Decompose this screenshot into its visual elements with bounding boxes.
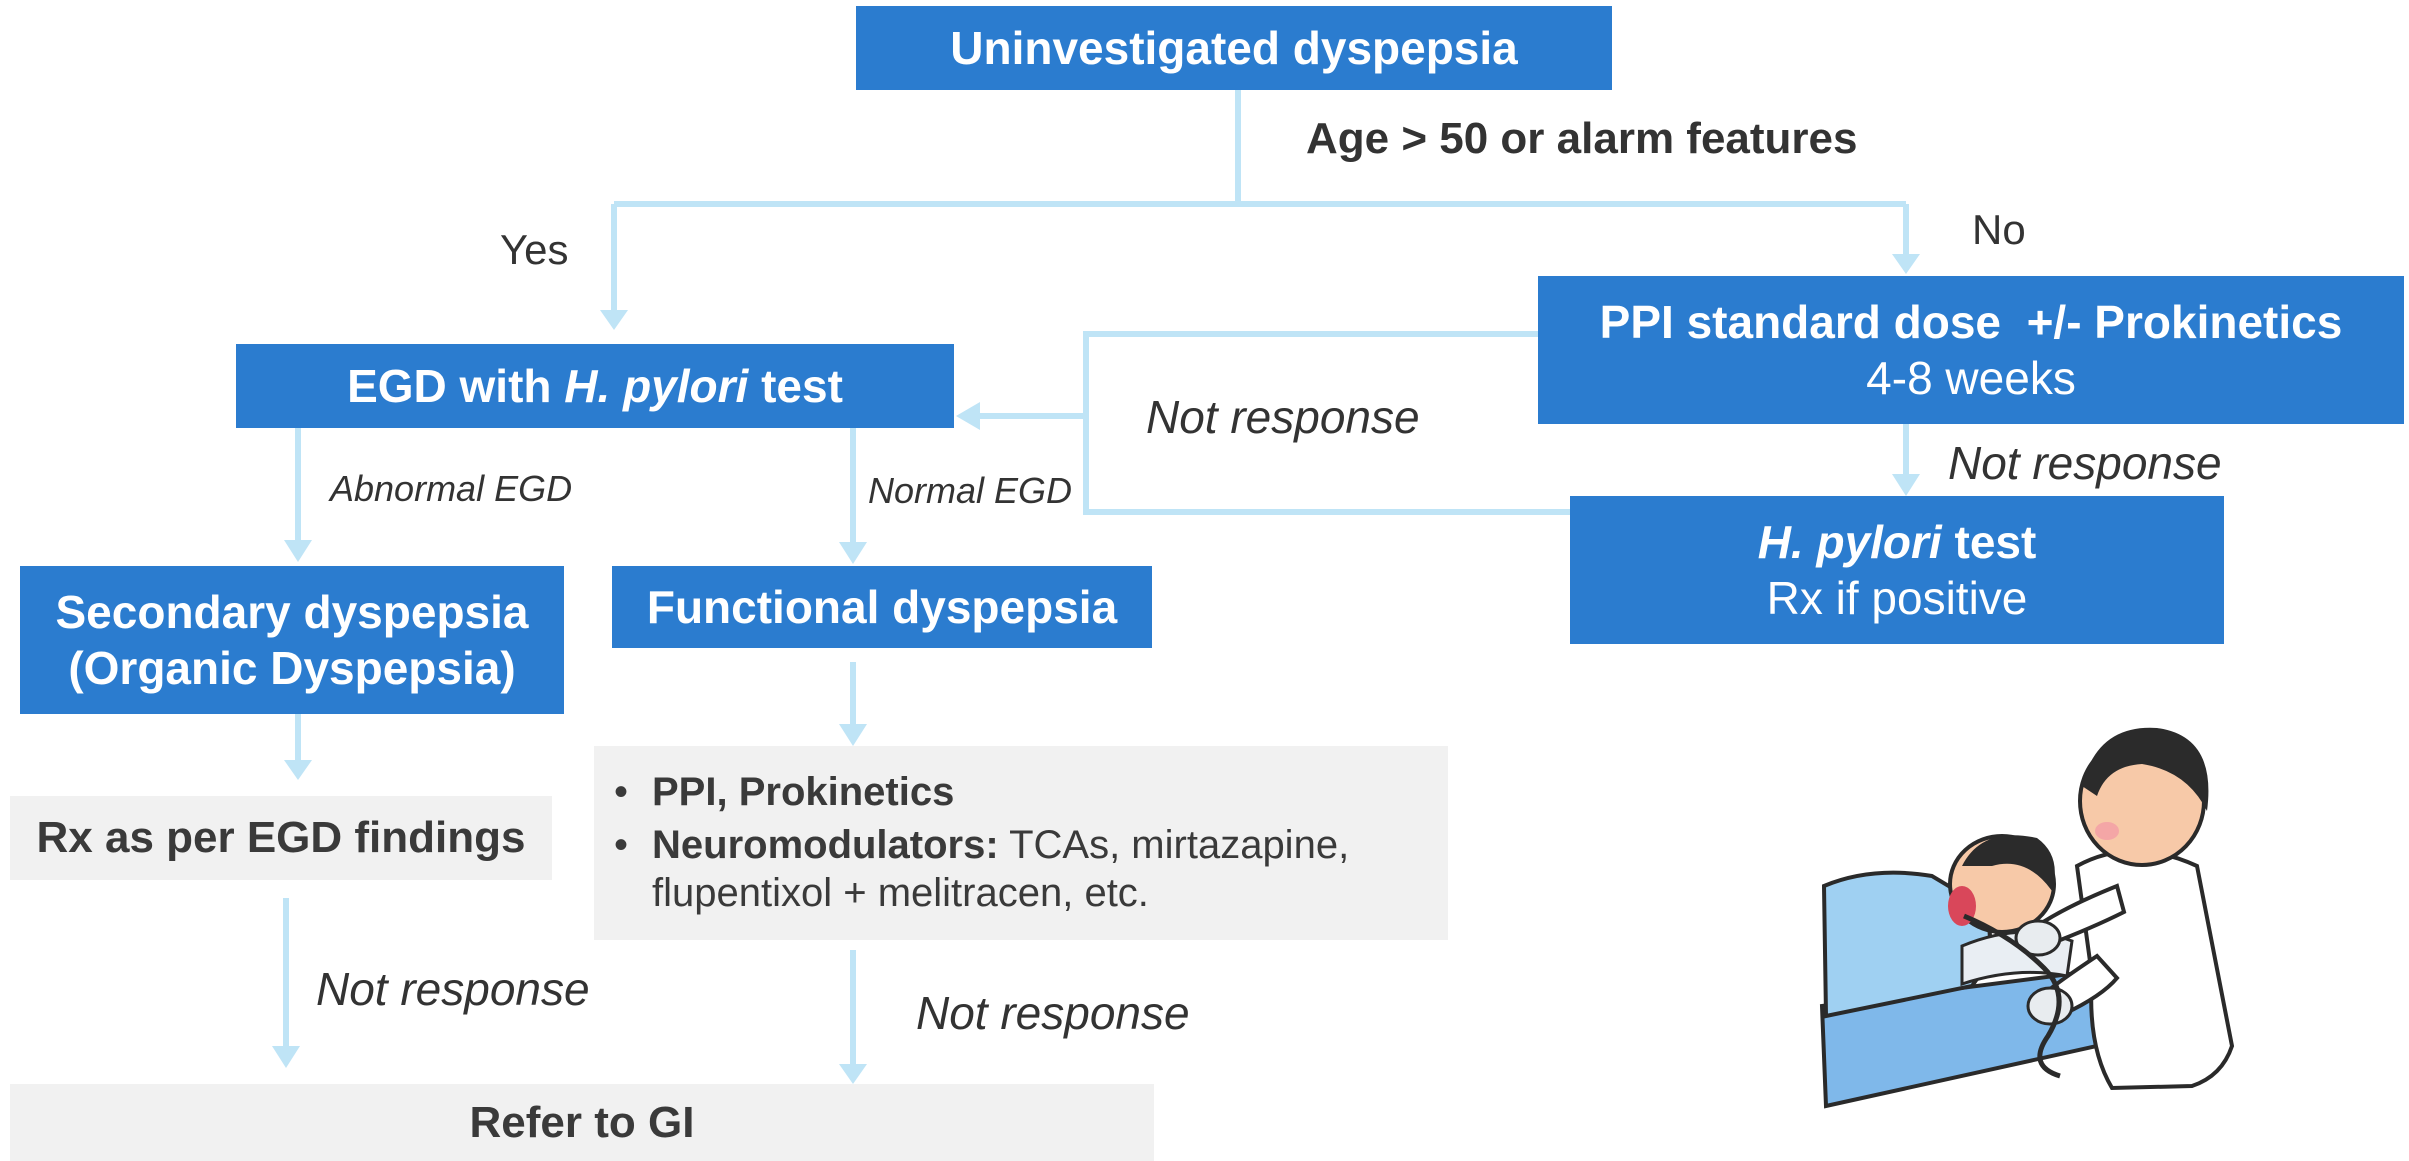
label-abnormal-egd: Abnormal EGD — [330, 468, 573, 509]
node-secondary-title: Secondary dyspepsia — [55, 585, 529, 638]
label-no: No — [1972, 206, 2026, 253]
arrowhead-egd — [600, 310, 628, 330]
node-ppi-duration: 4-8 weeks — [1866, 352, 2076, 404]
arrowhead-egd-left — [956, 402, 980, 430]
endoscopy-illustration-icon — [1819, 727, 2235, 1109]
node-functional-label: Functional dyspepsia — [646, 580, 1118, 633]
treatment-list: PPI, Prokinetics Neuromodulators: TCAs, … — [594, 768, 1448, 918]
node-refer-gi: Refer to GI — [10, 1084, 1154, 1161]
arrowhead-ppi — [1892, 254, 1920, 274]
label-normal-egd: Normal EGD — [868, 470, 1073, 511]
node-treatment-list: PPI, Prokinetics Neuromodulators: TCAs, … — [594, 746, 1448, 940]
node-hpylori-rx: Rx if positive — [1766, 572, 2028, 624]
treatment-item-2-label: Neuromodulators: — [652, 822, 999, 867]
treatment-item-2-text: TCAs, mirtazapine, flupentixol + melitra… — [652, 822, 1361, 916]
treatment-item: PPI, Prokinetics — [614, 768, 1448, 817]
node-secondary-dyspepsia: Secondary dyspepsia (Organic Dyspepsia) — [20, 566, 564, 714]
hpylori-suffix: test — [1941, 515, 2037, 568]
arrowhead-treatment — [839, 724, 867, 746]
node-ppi-title: PPI standard dose +/- Prokinetics — [1599, 295, 2343, 348]
node-hpylori-title: H. pylori test — [1758, 514, 2037, 570]
hpylori-organism: H. pylori — [1757, 515, 1942, 568]
node-uninvestigated-dyspepsia: Uninvestigated dyspepsia — [856, 6, 1612, 90]
label-yes: Yes — [500, 226, 569, 273]
treatment-item: Neuromodulators: TCAs, mirtazapine, flup… — [614, 821, 1448, 919]
label-not-response-ppi: Not response — [1948, 437, 2222, 489]
egd-prefix: EGD with — [347, 359, 565, 412]
treatment-item-1: PPI, Prokinetics — [652, 769, 955, 814]
label-not-response-loop: Not response — [1146, 391, 1420, 443]
node-refer-label: Refer to GI — [469, 1097, 695, 1147]
egd-organism: H. pylori — [564, 359, 749, 412]
node-hpylori-test: H. pylori test Rx if positive — [1570, 496, 2224, 644]
egd-suffix: test — [748, 359, 843, 412]
arrowhead-refer-left — [272, 1046, 300, 1068]
label-not-response-left: Not response — [316, 963, 590, 1015]
arrowhead-rx — [284, 760, 312, 780]
arrowhead-hpylori — [1892, 474, 1920, 496]
label-decision: Age > 50 or alarm features — [1306, 114, 1858, 163]
node-rx-egd-findings: Rx as per EGD findings — [10, 796, 552, 880]
node-rx-egd-label: Rx as per EGD findings — [36, 813, 526, 863]
node-ppi: PPI standard dose +/- Prokinetics 4-8 we… — [1538, 276, 2404, 424]
arrowhead-secondary — [284, 540, 312, 562]
arrowhead-functional — [839, 542, 867, 564]
node-egd-test: EGD with H. pylori test — [236, 344, 954, 428]
node-secondary-subtitle: (Organic Dyspepsia) — [68, 642, 516, 694]
arrowhead-refer-mid — [839, 1064, 867, 1084]
node-uninvestigated-dyspepsia-label: Uninvestigated dyspepsia — [950, 21, 1518, 74]
label-not-response-mid: Not response — [916, 987, 1190, 1039]
connector-loop — [1083, 331, 1572, 515]
node-functional-dyspepsia: Functional dyspepsia — [612, 566, 1152, 648]
node-egd-test-label: EGD with H. pylori test — [347, 358, 843, 414]
